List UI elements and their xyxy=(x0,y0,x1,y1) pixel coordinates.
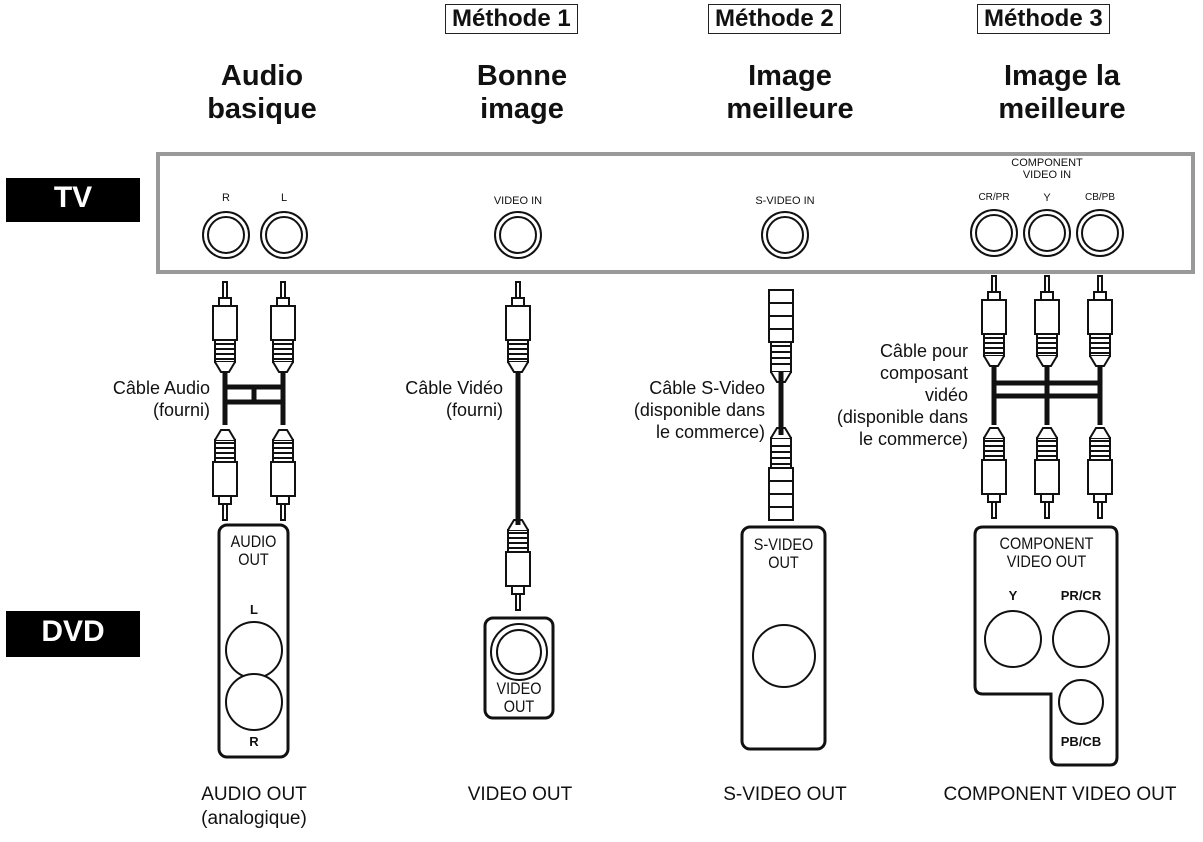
dvd-label-audio-out: AUDIO OUT xyxy=(230,532,277,569)
dvd-label-pr-cr: PR/CR xyxy=(1060,588,1102,603)
bottom-label-svideo: S-VIDEO OUT xyxy=(723,784,847,805)
tv-label-cr-pr: CR/PR xyxy=(978,192,1010,203)
audio-plug-top-r xyxy=(212,281,238,373)
header-method-3: Image la meilleure xyxy=(998,60,1126,125)
dvd-label-r: R xyxy=(249,734,259,749)
tv-label-component-in: COMPONENT VIDEO IN xyxy=(1011,157,1083,181)
dvd-badge: DVD xyxy=(6,611,140,657)
dvd-jack-pb-cb xyxy=(1058,679,1104,725)
tv-jack-cr-pr xyxy=(970,209,1018,257)
dvd-jack-r xyxy=(225,673,283,731)
tv-label-video-in: VIDEO IN xyxy=(493,195,543,207)
component-cable xyxy=(991,365,1103,425)
tv-jack-svideo-in xyxy=(761,211,809,259)
audio-cable xyxy=(222,372,286,425)
method-1-label: Méthode 1 xyxy=(445,4,578,34)
tv-badge: TV xyxy=(6,178,140,222)
dvd-label-pb-cb: PB/CB xyxy=(1060,734,1102,749)
tv-label-r: R xyxy=(222,192,230,204)
tv-label-cb-pb: CB/PB xyxy=(1084,192,1115,203)
tv-jack-cb-pb xyxy=(1076,209,1124,257)
component-plug-top-y xyxy=(1034,275,1060,367)
audio-plug-bottom-l xyxy=(212,429,238,521)
header-basic-audio: Audio basique xyxy=(207,60,317,125)
dvd-label-component-out: COMPONENT VIDEO OUT xyxy=(999,534,1094,571)
component-plug-bottom-3 xyxy=(1087,427,1113,519)
dvd-jack-y xyxy=(984,610,1042,668)
tv-label-l: L xyxy=(280,192,288,204)
audio-plug-top-l xyxy=(270,281,296,373)
dvd-jack-l xyxy=(225,621,283,679)
method-2-label: Méthode 2 xyxy=(708,4,841,34)
svideo-plug-top xyxy=(768,289,794,383)
svideo-plug-bottom xyxy=(768,427,794,521)
bottom-label-component: COMPONENT VIDEO OUT xyxy=(943,784,1177,805)
audio-cable-label: Câble Audio (fourni) xyxy=(112,378,210,420)
video-cable-label: Câble Vidéo (fourni) xyxy=(405,378,503,420)
bottom-label-video: VIDEO OUT xyxy=(467,784,573,805)
tv-jack-video-in xyxy=(494,211,542,259)
dvd-label-video-out: VIDEO OUT xyxy=(496,679,542,716)
dvd-jack-pr-cr xyxy=(1052,610,1110,668)
component-plug-top-cr xyxy=(981,275,1007,367)
tv-jack-y xyxy=(1023,209,1071,257)
tv-label-svideo-in: S-VIDEO IN xyxy=(755,195,815,207)
video-plug-bottom xyxy=(505,519,531,611)
tv-jack-r xyxy=(202,211,250,259)
component-plug-bottom-1 xyxy=(981,427,1007,519)
tv-label-y: Y xyxy=(1043,192,1051,204)
header-method-2: Image meilleure xyxy=(726,60,854,125)
tv-jack-l xyxy=(260,211,308,259)
dvd-label-svideo-out: S-VIDEO OUT xyxy=(753,535,814,572)
component-cable-label: Câble pour composant vidéo (disponible d… xyxy=(836,341,968,449)
dvd-label-l: L xyxy=(250,602,258,617)
svideo-cable-label: Câble S-Video (disponible dans le commer… xyxy=(633,378,765,442)
bottom-label-audio: AUDIO OUT (analogique) xyxy=(201,784,307,829)
dvd-jack-video-inner xyxy=(496,629,542,675)
component-plug-bottom-2 xyxy=(1034,427,1060,519)
dvd-jack-svideo xyxy=(752,624,816,688)
video-plug-top xyxy=(505,281,531,373)
dvd-label-y: Y xyxy=(1008,588,1018,603)
component-plug-top-cb xyxy=(1087,275,1113,367)
header-method-1: Bonne image xyxy=(476,60,568,125)
audio-plug-bottom-r xyxy=(270,429,296,521)
tv-panel xyxy=(156,152,1195,274)
method-3-label: Méthode 3 xyxy=(977,4,1110,34)
